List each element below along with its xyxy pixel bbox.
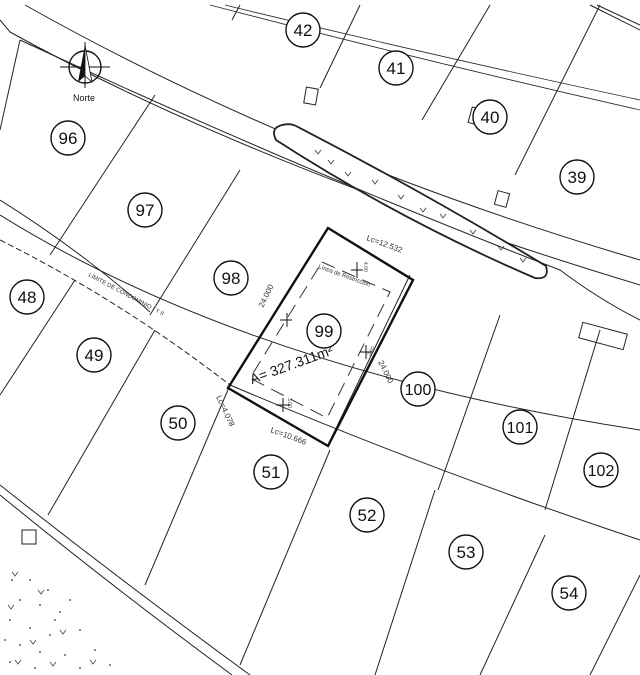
lot-circle bbox=[76, 337, 112, 373]
lower-road bbox=[0, 484, 251, 675]
lot-42[interactable]: 42 bbox=[285, 12, 321, 48]
lot-number: 53 bbox=[457, 543, 476, 562]
lot-circle bbox=[378, 50, 414, 86]
lot-99[interactable]: 99 bbox=[306, 313, 342, 349]
lot-circle bbox=[559, 159, 595, 195]
top-lot-dividers bbox=[231, 4, 640, 176]
lot-96[interactable]: 96 bbox=[50, 120, 86, 156]
lot-number: 50 bbox=[169, 414, 188, 433]
lot-39[interactable]: 39 bbox=[559, 159, 595, 195]
lot-99-dim-bottom: 3.00 bbox=[286, 398, 292, 408]
lot-circle bbox=[160, 405, 196, 441]
lot-40[interactable]: 40 bbox=[472, 99, 508, 135]
green-area bbox=[4, 579, 111, 669]
north-arrow-icon bbox=[78, 45, 85, 82]
middle-block bbox=[0, 39, 640, 511]
lot-41[interactable]: 41 bbox=[378, 50, 414, 86]
lot-circle bbox=[583, 452, 619, 488]
lot-50[interactable]: 50 bbox=[160, 405, 196, 441]
green-area-plants bbox=[7, 571, 97, 667]
lot-number: 40 bbox=[481, 108, 500, 127]
lot-48[interactable]: 48 bbox=[9, 279, 45, 315]
lot-number: 99 bbox=[315, 322, 334, 341]
lot-98[interactable]: 98 bbox=[213, 260, 249, 296]
lot-number: 52 bbox=[358, 506, 377, 525]
lot-52[interactable]: 52 bbox=[349, 497, 385, 533]
lot-101[interactable]: 101 bbox=[502, 409, 538, 445]
lot-54[interactable]: 54 bbox=[551, 575, 587, 611]
lot-99-dim-side: 3.00 bbox=[367, 345, 377, 357]
lot-number: 101 bbox=[507, 420, 534, 437]
lot-102[interactable]: 102 bbox=[583, 452, 619, 488]
lot-number: 41 bbox=[387, 59, 406, 78]
north-compass: Norte bbox=[60, 42, 110, 103]
lot-circle bbox=[306, 313, 342, 349]
lot-53[interactable]: 53 bbox=[448, 534, 484, 570]
lot-number: 98 bbox=[222, 269, 241, 288]
lot-circle bbox=[400, 371, 436, 407]
lot-number: 49 bbox=[85, 346, 104, 365]
lot-circle bbox=[127, 192, 163, 228]
lot-circle bbox=[9, 279, 45, 315]
lot-number: 48 bbox=[18, 288, 37, 307]
lot-circle bbox=[502, 409, 538, 445]
lot-97[interactable]: 97 bbox=[127, 192, 163, 228]
lot-number: 102 bbox=[588, 463, 615, 480]
lot-circle bbox=[253, 454, 289, 490]
lot-number: 51 bbox=[262, 463, 281, 482]
lot-circle bbox=[50, 120, 86, 156]
lot-100[interactable]: 100 bbox=[400, 371, 436, 407]
lot-number: 54 bbox=[560, 584, 579, 603]
lot-circle bbox=[448, 534, 484, 570]
lot-number-labels: 42 41 40 39 96 97 98 99 100 101 102 48 49 50 51 52 53 54 bbox=[9, 12, 619, 611]
compass-label: Norte bbox=[73, 93, 95, 103]
lot-circle bbox=[285, 12, 321, 48]
lot-number: 39 bbox=[568, 168, 587, 187]
lot-number: 97 bbox=[136, 201, 155, 220]
lower-block bbox=[0, 199, 640, 675]
lot-circle bbox=[551, 575, 587, 611]
lot-99-dim-top: 4.00 bbox=[362, 262, 368, 272]
lot-circle bbox=[349, 497, 385, 533]
lot-circle bbox=[472, 99, 508, 135]
lot-number: 96 bbox=[59, 129, 78, 148]
lot-51[interactable]: 51 bbox=[253, 454, 289, 490]
lot-number: 100 bbox=[405, 382, 432, 399]
lot-49[interactable]: 49 bbox=[76, 337, 112, 373]
lot-circle bbox=[213, 260, 249, 296]
lot-number: 42 bbox=[294, 21, 313, 40]
median-island bbox=[273, 123, 548, 280]
